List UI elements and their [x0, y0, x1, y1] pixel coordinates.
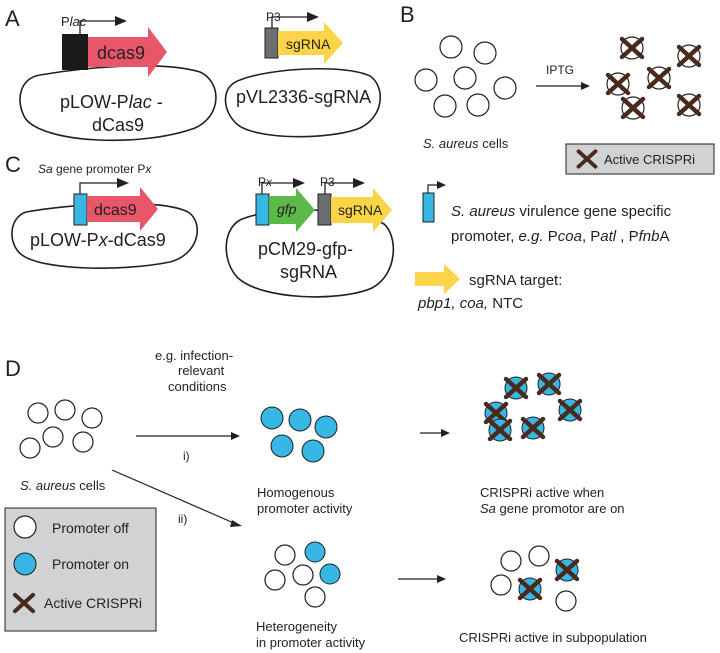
path-ii-label: ii) [178, 512, 187, 526]
condition-line3: conditions [168, 379, 227, 394]
legend-d-off-icon [13, 515, 37, 539]
cell-cluster-b-after [607, 36, 700, 120]
legend-c-promoter-arrowhead [437, 181, 446, 189]
result-i-line2: Sa gene promotor are on [480, 501, 625, 516]
legend-d-active-label: Active CRISPRi [44, 595, 142, 611]
sgrna-gene-arrow-c [331, 188, 392, 232]
iptg-arrowhead [581, 82, 590, 90]
p3-promoter-box-c [317, 193, 332, 226]
px-arrowhead-c2 [293, 178, 305, 188]
legend-d-off-label: Promoter off [52, 520, 129, 536]
legend-b-box [565, 143, 715, 175]
path-i-label: i) [183, 449, 190, 463]
plac-promoter-box [62, 34, 88, 70]
panel-a-label: A [5, 6, 20, 31]
plasmid-plow-plac-label-line2: dCas9 [92, 115, 144, 135]
plasmid-pvl2336 [224, 67, 382, 138]
panel-d-label: D [5, 356, 21, 381]
p3-promoter-box-a [264, 27, 279, 59]
sgrna-gene-label-a: sgRNA [286, 36, 331, 52]
heterogeneity-line2: in promoter activity [256, 635, 366, 650]
legend-c-target-line1: sgRNA target: [469, 272, 562, 289]
panel-b-label: B [400, 2, 415, 27]
homogenous-line2: promoter activity [257, 501, 353, 516]
sgrna-gene-arrow-a [278, 22, 343, 64]
dcas9-gene-label-c: dcas9 [94, 202, 137, 219]
plac-label: Plac [61, 14, 87, 29]
plasmid-pcm29-label-line2: sgRNA [280, 262, 337, 282]
plasmid-plow-px-label: pLOW-Px-dCas9 [30, 230, 166, 250]
homogenous-line1: Homogenous [257, 485, 335, 500]
dcas9-gene-label: dcas9 [97, 43, 145, 63]
px-transcription-arrow-c1 [79, 182, 120, 194]
condition-line1: e.g. infection- [155, 348, 233, 363]
dcas9-gene-arrow-c [87, 187, 158, 231]
result-ii-label: CRISPRi active in subpopulation [459, 630, 647, 645]
px-promoter-box-c2 [255, 193, 270, 226]
cell-cluster-homogenous [260, 406, 338, 463]
sgrna-gene-label-c: sgRNA [338, 202, 383, 218]
cell-cluster-crispri-all [485, 372, 581, 442]
legend-d-on-icon [13, 552, 37, 576]
cell-cluster-b-before [414, 35, 517, 118]
legend-d-on-label: Promoter on [52, 556, 129, 572]
p3-arrowhead-a [307, 12, 319, 22]
panel-c-label: C [5, 152, 21, 177]
path-ii-arrowhead [230, 520, 242, 527]
px-label-c2: Px [258, 175, 273, 189]
heterogeneity-line1: Heterogeneity [256, 619, 337, 634]
result-i-line1: CRISPRi active when [480, 485, 604, 500]
plasmid-pvl2336-label: pVL2336-sgRNA [236, 87, 371, 107]
legend-c-target-arrow [415, 264, 460, 294]
condition-line2: relevant [178, 363, 225, 378]
gfp-gene-arrow [269, 188, 315, 232]
p3-arrowhead-c [353, 178, 365, 188]
plac-transcription-arrow [79, 20, 118, 36]
cell-cluster-heterogeneous [264, 541, 341, 608]
iptg-label: IPTG [546, 63, 574, 77]
gfp-gene-label: gfp [277, 201, 297, 217]
legend-c-promoter-line1: S. aureus virulence gene specific [451, 203, 672, 220]
px-promoter-box-c1 [73, 193, 88, 226]
cell-cluster-crispri-subpopulation [490, 545, 578, 612]
sa-promoter-title: Sa gene promoter Px [38, 162, 152, 176]
result-i-arrowhead [441, 429, 450, 437]
p3-label-c: P3 [320, 175, 335, 189]
cells-label-b: S. aureus cells [423, 136, 509, 151]
dcas9-gene-arrow [88, 27, 167, 77]
cells-label-d: S. aureus cells [20, 478, 106, 493]
result-ii-arrowhead [437, 575, 446, 583]
cell-cluster-d-start [19, 399, 103, 459]
p3-transcription-arrow-c [324, 182, 356, 194]
legend-c-promoter-arrow [427, 184, 440, 193]
p3-transcription-arrow-a [271, 16, 310, 28]
legend-c-promoter-icon [422, 192, 435, 223]
plasmid-pcm29-label-line1: pCM29-gfp- [258, 239, 353, 259]
legend-c-target-line2: pbp1, coa, NTC [417, 295, 523, 312]
legend-b-active-crispri: Active CRISPRi [604, 152, 695, 167]
plasmid-plow-plac-label-line1: pLOW-Plac - [60, 92, 163, 112]
px-arrowhead-c1 [117, 178, 129, 188]
plac-arrowhead [115, 16, 127, 26]
path-ii-arrow [111, 469, 237, 525]
px-transcription-arrow-c2 [261, 182, 296, 194]
path-i-arrowhead [231, 432, 240, 440]
legend-c-promoter-line2: promoter, e.g. Pcoa, Patl , PfnbA [451, 228, 670, 245]
